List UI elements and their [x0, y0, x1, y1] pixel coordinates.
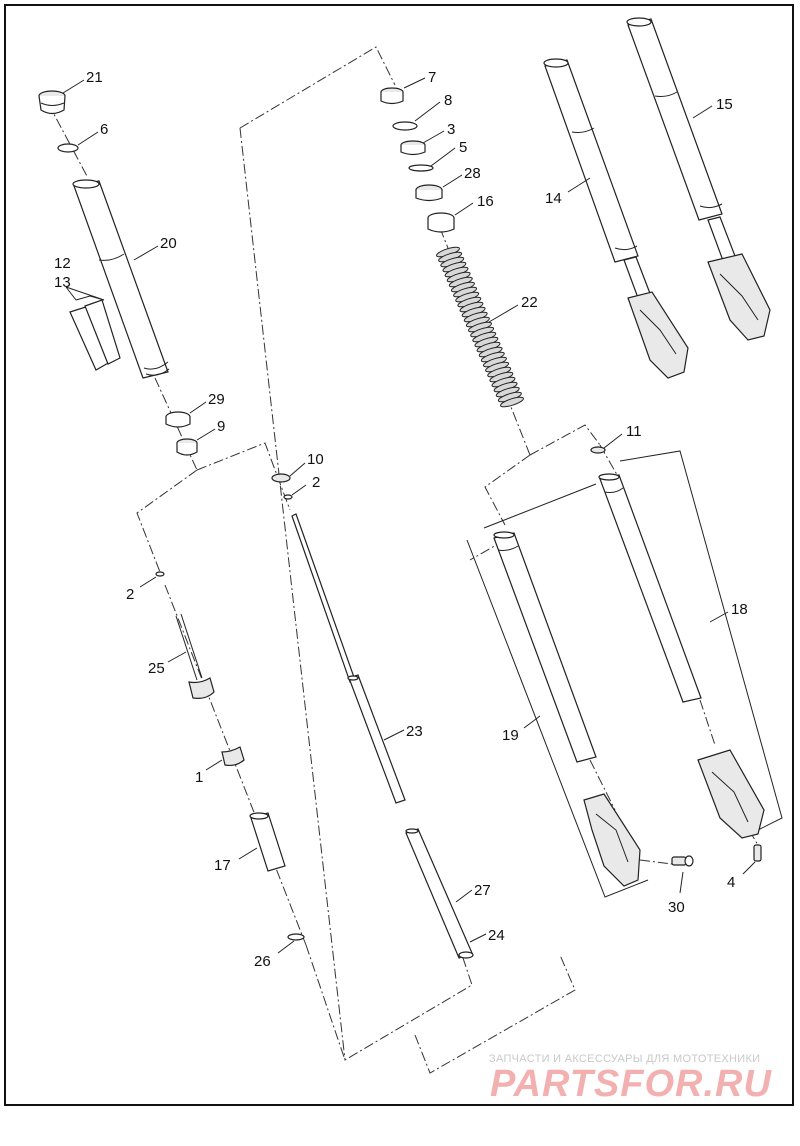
callout-4: 4	[727, 874, 735, 891]
part-3-spacer	[400, 140, 426, 156]
part-18-lower-slider	[697, 749, 765, 839]
spring-coil	[500, 396, 524, 408]
callout-23: 23	[406, 723, 423, 740]
callout-1: 1	[195, 769, 203, 786]
part-10-nut	[271, 473, 291, 483]
part-2-ring-upper	[283, 494, 293, 500]
part-12-13-slider	[69, 295, 121, 371]
callout-21: 21	[86, 69, 103, 86]
part-22-fork-spring	[436, 246, 524, 408]
assembly-outlines	[466, 450, 783, 898]
callout-25: 25	[148, 660, 165, 677]
callout-16: 16	[477, 193, 494, 210]
callout-10: 10	[307, 451, 324, 468]
part-16-bushing	[427, 212, 455, 233]
part-27-cartridge	[405, 828, 474, 959]
callout-19: 19	[502, 727, 519, 744]
callout-7: 7	[428, 69, 436, 86]
part-1-nut	[221, 746, 245, 767]
callout-15: 15	[716, 96, 733, 113]
part-30-bolt	[671, 855, 694, 867]
part-26-washer	[287, 933, 305, 941]
part-4-bolt	[753, 844, 762, 862]
watermark-logo: PARTSFOR.RU	[490, 1063, 772, 1105]
part-25-rebound-rod	[175, 613, 215, 699]
callout-2-upper: 2	[312, 474, 320, 491]
part-15-fork-assembly	[626, 17, 771, 341]
alignment-lines	[47, 46, 759, 1074]
watermark-tagline: ЗАПЧАСТИ И АКСЕССУАРЫ ДЛЯ МОТОТЕХНИКИ	[489, 1053, 760, 1065]
part-23-damper-rod	[291, 513, 406, 804]
callout-20: 20	[160, 235, 177, 252]
part-21-fork-cap	[38, 90, 66, 115]
callout-30: 30	[668, 899, 685, 916]
part-14-fork-assembly	[543, 58, 689, 379]
part-5-ring	[408, 164, 434, 172]
callout-3: 3	[447, 121, 455, 138]
part-11-seal	[590, 446, 606, 454]
callout-13: 13	[54, 274, 71, 291]
callout-2-left: 2	[126, 586, 134, 603]
callout-29: 29	[208, 391, 225, 408]
part-7-cap	[380, 87, 404, 105]
watermark: ЗАПЧАСТИ И АКСЕССУАРЫ ДЛЯ МОТОТЕХНИКИ PA…	[489, 1053, 772, 1105]
part-8-washer	[392, 121, 418, 131]
callout-14: 14	[545, 190, 562, 207]
callout-5: 5	[459, 139, 467, 156]
part-9-bushing	[176, 438, 198, 456]
callout-12: 12	[54, 255, 71, 272]
part-19-fork-tube	[493, 531, 597, 763]
callout-8: 8	[444, 92, 452, 109]
callout-26: 26	[254, 953, 271, 970]
callout-6: 6	[100, 121, 108, 138]
leader-lines	[62, 77, 756, 954]
part-17-spacer	[249, 812, 286, 872]
callout-numbers: 21 6 20 12 13 29 9 10 2 2 25 1 17 26 23 …	[54, 69, 748, 970]
callout-9: 9	[217, 418, 225, 435]
part-20-fork-tube	[72, 179, 170, 379]
part-19-lower-slider	[583, 793, 641, 887]
part-2-ring-left	[155, 571, 165, 577]
part-29-washer	[165, 411, 191, 428]
part-28-seal	[415, 184, 443, 202]
callout-24: 24	[488, 927, 505, 944]
callout-28: 28	[464, 165, 481, 182]
diagram-frame	[4, 4, 794, 1106]
callout-11: 11	[626, 423, 642, 440]
callout-22: 22	[521, 294, 538, 311]
callout-27: 27	[474, 882, 491, 899]
part-6-o-ring	[57, 143, 79, 153]
callout-18: 18	[731, 601, 748, 618]
callout-17: 17	[214, 857, 231, 874]
part-18-fork-tube	[598, 473, 702, 703]
